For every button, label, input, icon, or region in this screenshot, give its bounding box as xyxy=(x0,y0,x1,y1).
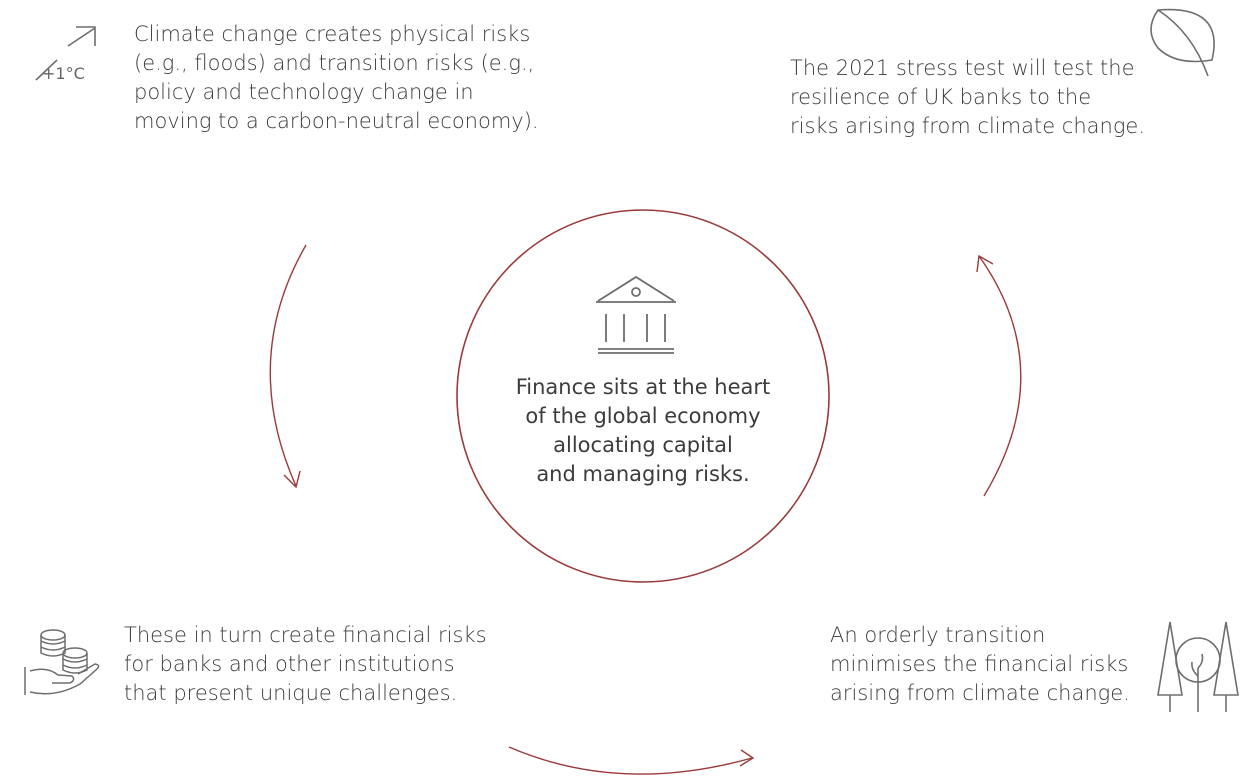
leaf-icon xyxy=(1150,8,1215,77)
temperature-label: +1°C xyxy=(42,64,85,83)
step-line: (e.g., floods) and transition risks (e.g… xyxy=(134,51,535,75)
center-circle xyxy=(456,209,830,583)
trees-icon xyxy=(1157,621,1239,712)
step-financial-risks: These in turn create financial risks for… xyxy=(124,621,487,708)
step-line: The 2021 stress test will test the xyxy=(790,56,1135,80)
step-line: for banks and other institutions xyxy=(124,652,455,676)
step-line: that present unique challenges. xyxy=(124,681,458,705)
step-line: resilience of UK banks to the xyxy=(790,85,1092,109)
arrow-right xyxy=(976,254,1022,497)
step-line: Climate change creates physical risks xyxy=(134,22,531,46)
step-stress-test: The 2021 stress test will test the resil… xyxy=(790,54,1145,141)
step-line: These in turn create financial risks xyxy=(124,623,487,647)
step-line: An orderly transition xyxy=(830,623,1046,647)
step-line: policy and technology change in xyxy=(134,80,474,104)
center-text: Finance sits at the heart of the global … xyxy=(480,373,806,489)
center-line: allocating capital xyxy=(553,433,733,457)
arrow-left xyxy=(269,244,307,489)
bank-icon xyxy=(596,275,676,354)
center-line: of the global economy xyxy=(525,404,761,428)
center-line: and managing risks. xyxy=(536,462,750,486)
center-line: Finance sits at the heart xyxy=(515,375,771,399)
arrow-bottom xyxy=(508,746,755,775)
step-line: risks arising from climate change. xyxy=(790,114,1146,138)
step-line: arising from climate change. xyxy=(830,681,1130,705)
step-line: moving to a carbon-neutral economy). xyxy=(134,109,539,133)
coins-hand-icon xyxy=(24,629,100,695)
step-line: minimises the financial risks xyxy=(830,652,1129,676)
temperature-rise-icon xyxy=(35,26,96,81)
step-orderly-transition: An orderly transition minimises the fina… xyxy=(830,621,1130,708)
step-climate-change: Climate change creates physical risks (e… xyxy=(134,20,539,136)
